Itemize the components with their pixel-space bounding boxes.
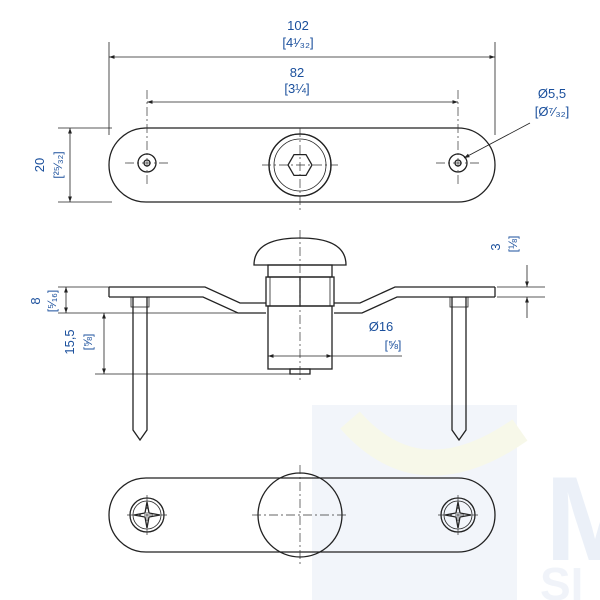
plate-outline-top: [108, 127, 496, 203]
watermark-text: M: [545, 452, 600, 586]
phillips-screw-left-icon: [127, 495, 167, 535]
screw-right-side: [451, 297, 467, 442]
dim-8-inch: [⁵⁄₁₆]: [45, 290, 59, 313]
dimension-hole-diameter: Ø5,5 [Ø⁷⁄₃₂]: [463, 86, 570, 159]
dimension-plate-width: 20 [²⁵⁄₃₂]: [32, 127, 112, 203]
dim-20-inch: [²⁵⁄₃₂]: [51, 151, 65, 178]
dimension-cylinder-length: 15,5 [⅝]: [62, 313, 290, 375]
dimension-hole-spacing: 82 [3¼]: [147, 65, 458, 104]
dim-20-label: 20: [32, 158, 47, 172]
dim-15-5-label: 15,5: [62, 329, 77, 354]
plate-outline-bottom: [108, 477, 496, 553]
watermark-subtext: SI: [540, 558, 583, 600]
dim-8-label: 8: [28, 297, 43, 304]
dim-16-inch: [⅝]: [385, 338, 402, 352]
dimension-overall-length: 102 [4¹⁄₃₂]: [108, 18, 496, 135]
top-view: [108, 90, 496, 210]
side-view: [108, 230, 496, 442]
dimension-plate-thickness: 3 [⅛]: [488, 236, 545, 318]
dim-hole-dia-inch: [Ø⁷⁄₃₂]: [535, 104, 570, 119]
watermark-logo: M SI: [312, 405, 600, 600]
dim-3-label: 3: [488, 243, 503, 250]
dim-hole-dia-label: Ø5,5: [538, 86, 566, 101]
dim-102-inch: [4¹⁄₃₂]: [282, 35, 313, 50]
bottom-view: [108, 465, 496, 565]
phillips-screw-right-icon: [438, 495, 478, 535]
dim-102-label: 102: [287, 18, 309, 33]
screw-left-side: [132, 297, 148, 442]
dim-82-inch: [3¼]: [284, 81, 309, 96]
plate-side-bottom-edge: [109, 296, 495, 314]
dimension-offset-height: 8 [⁵⁄₁₆]: [28, 286, 240, 314]
plate-side-top-edge: [109, 286, 495, 304]
dimension-cylinder-diameter: Ø16 [⅝]: [268, 319, 402, 358]
dim-3-inch: [⅛]: [506, 236, 520, 253]
dim-82-label: 82: [290, 65, 304, 80]
dim-16-label: Ø16: [369, 319, 394, 334]
dim-15-5-inch: [⅝]: [81, 334, 95, 351]
